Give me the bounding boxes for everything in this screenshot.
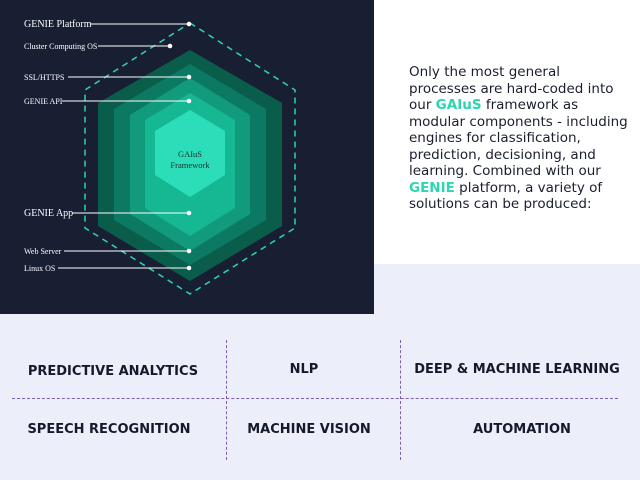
center-label-line1: GAIuS [178,149,202,159]
capability-machine-vision: MACHINE VISION [247,422,371,437]
label-linux-os: Linux OS [24,264,55,273]
capability-speech-recognition: SPEECH RECOGNITION [27,422,191,437]
architecture-diagram: GAIuS Framework GENIE Platform Cluster C… [0,0,374,314]
connector-dot-web-server [186,248,192,254]
label-cluster-computing-os: Cluster Computing OS [24,42,97,51]
description-part3: platform, a variety of solutions can be … [409,179,603,213]
label-genie-app: GENIE App [24,208,73,219]
grid-divider-vertical-2 [400,340,401,460]
capability-predictive-analytics: PREDICTIVE ANALYTICS [27,364,199,379]
connector-dot-cluster-os [167,43,173,49]
connector-dot-genie-platform [186,21,192,27]
connector-dot-linux-os [186,265,192,271]
grid-divider-horizontal [12,398,618,399]
dashed-outline-hexagon [84,22,296,295]
highlight-genie: GENIE [409,179,455,196]
label-web-server: Web Server [24,247,62,256]
framework-description: Only the most general processes are hard… [409,64,631,213]
center-label-line2: Framework [170,160,210,170]
hexagon-stack-diagram: GAIuS Framework GENIE Platform Cluster C… [24,19,296,295]
capability-automation: AUTOMATION [473,422,571,437]
connector-dot-ssl [186,74,192,80]
capability-deep-machine-learning: DEEP & MACHINE LEARNING [414,362,620,377]
connector-dot-genie-api [186,98,192,104]
highlight-gaius: GAIuS [435,97,482,113]
core-hexagon [155,110,225,197]
grid-divider-vertical-1 [226,340,227,460]
capability-nlp: NLP [289,362,319,377]
description-part1: Only the most general processes are hard… [409,64,614,113]
label-genie-platform: GENIE Platform [24,19,92,30]
label-ssl-https: SSL/HTTPS [24,73,64,82]
connector-dot-genie-app [186,210,192,216]
description-part2: framework as modular components - includ… [409,97,628,179]
label-genie-api: GENIE API [24,97,63,106]
